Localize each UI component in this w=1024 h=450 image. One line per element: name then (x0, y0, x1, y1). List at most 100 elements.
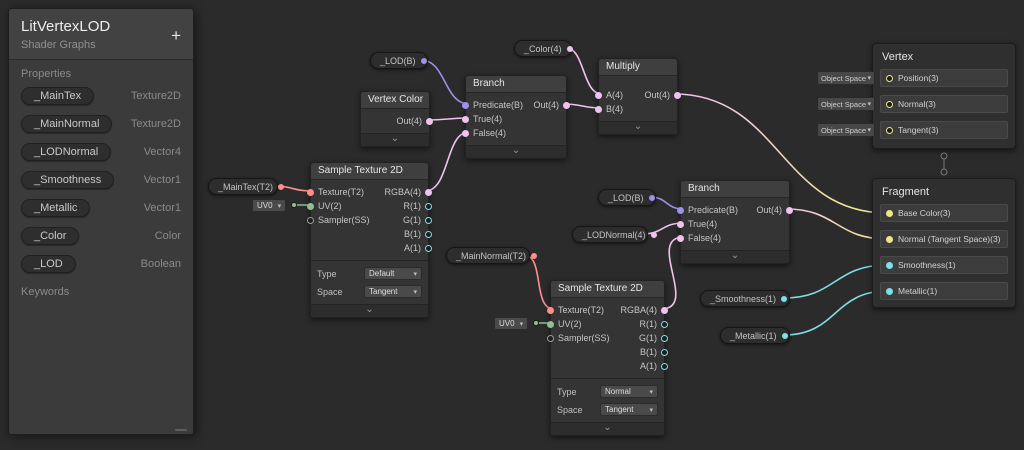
property-pill[interactable]: _LODNormal (21, 143, 112, 161)
rgba-port[interactable] (661, 306, 668, 314)
normal-tangent-port[interactable] (886, 235, 893, 243)
out-port[interactable] (674, 91, 681, 99)
property-row-smoothness[interactable]: _Smoothness Vector1 (9, 166, 193, 194)
resize-handle[interactable] (175, 429, 187, 431)
property-pill[interactable]: _Color (21, 227, 80, 245)
property-row-color[interactable]: _Color Color (9, 222, 193, 250)
block-row-smoothness[interactable]: Smoothness(1) (880, 256, 1008, 274)
collapse-chevron-icon[interactable]: ⌄ (681, 250, 789, 263)
a-port[interactable] (661, 362, 668, 370)
node-branch-2[interactable]: Branch Predicate(B) True(4) False(4) Out… (677, 180, 793, 264)
fragment-block[interactable]: Fragment Base Color(3) Normal (Tangent S… (872, 178, 1016, 308)
property-pill[interactable]: _Smoothness (21, 171, 115, 189)
normal-space-dropdown[interactable]: Object Space▾ (817, 97, 875, 111)
edge-rgba-to-branch2-false[interactable] (660, 236, 685, 310)
type-dropdown[interactable]: Default▾ (364, 267, 422, 280)
out-port[interactable] (531, 252, 538, 259)
collapse-chevron-icon[interactable]: ⌄ (466, 145, 566, 158)
node-vertex-color[interactable]: Vertex Color Out(4) ⌄ (360, 91, 433, 147)
g-port[interactable] (661, 334, 668, 342)
property-pill[interactable]: _Metallic (21, 199, 91, 217)
node-title[interactable]: Vertex Color (361, 92, 429, 109)
out-port[interactable] (426, 117, 433, 125)
property-row-metallic[interactable]: _Metallic Vector1 (9, 194, 193, 222)
collapse-chevron-icon[interactable]: ⌄ (551, 422, 664, 435)
property-row-maintex[interactable]: _MainTex Texture2D (9, 82, 193, 110)
node-title[interactable]: Branch (681, 181, 789, 198)
space-dropdown[interactable]: Tangent▾ (600, 403, 658, 416)
sampler-port[interactable] (307, 216, 314, 224)
predicate-port[interactable] (462, 101, 469, 109)
type-dropdown[interactable]: Normal▾ (600, 385, 658, 398)
edge-smoothness-to-fragment[interactable] (783, 264, 888, 299)
collapse-chevron-icon[interactable]: ⌄ (361, 133, 429, 146)
property-row-mainnormal[interactable]: _MainNormal Texture2D (9, 110, 193, 138)
uv-default-port[interactable] (533, 320, 539, 326)
block-row-metallic[interactable]: Metallic(1) (880, 282, 1008, 300)
tangent-space-dropdown[interactable]: Object Space▾ (817, 123, 875, 137)
r-port[interactable] (425, 202, 432, 210)
texture-port[interactable] (547, 306, 554, 314)
property-node-color[interactable]: _Color(4) (514, 40, 573, 57)
edge-rgba-to-branch1-false[interactable] (424, 131, 470, 192)
base-color-port[interactable] (886, 209, 893, 217)
out-port[interactable] (786, 206, 793, 214)
out-port[interactable] (563, 101, 570, 109)
normal-port[interactable] (886, 100, 893, 108)
property-pill[interactable]: _MainNormal (21, 115, 113, 133)
property-node-mainnormal[interactable]: _MainNormal(T2) (446, 247, 538, 264)
node-sample-texture-2d-normal[interactable]: Sample Texture 2D Texture(T2) UV(2) Samp… (547, 280, 668, 436)
true-port[interactable] (677, 220, 684, 228)
out-port[interactable] (648, 194, 655, 201)
property-node-metallic[interactable]: _Metallic(1) (720, 327, 790, 344)
node-title[interactable]: Multiply (599, 59, 677, 76)
uv-default-port[interactable] (291, 202, 297, 208)
position-space-dropdown[interactable]: Object Space▾ (817, 71, 875, 85)
block-row-normal[interactable]: Object Space▾ Normal(3) (817, 95, 1008, 113)
property-row-lod[interactable]: _LOD Boolean (9, 250, 193, 278)
node-sample-texture-2d-albedo[interactable]: Sample Texture 2D Texture(T2) UV(2) Samp… (307, 162, 432, 318)
property-node-maintex[interactable]: _MainTex(T2) (208, 178, 285, 195)
sampler-port[interactable] (547, 334, 554, 342)
out-port[interactable] (781, 332, 788, 339)
property-row-lodnormal[interactable]: _LODNormal Vector4 (9, 138, 193, 166)
uv-port[interactable] (547, 320, 554, 328)
property-pill[interactable]: _MainTex (21, 87, 95, 105)
true-port[interactable] (462, 115, 469, 123)
property-node-lod-1[interactable]: _LOD(B) (370, 52, 428, 69)
out-port[interactable] (278, 183, 285, 190)
smoothness-port[interactable] (886, 261, 893, 269)
add-property-button[interactable]: + (171, 26, 181, 45)
property-node-smoothness[interactable]: _Smoothness(1) (700, 290, 790, 307)
r-port[interactable] (661, 320, 668, 328)
texture-port[interactable] (307, 188, 314, 196)
out-port[interactable] (420, 57, 427, 64)
uv-channel-dropdown[interactable]: UV0▾ (252, 199, 287, 212)
block-row-tangent[interactable]: Object Space▾ Tangent(3) (817, 121, 1008, 139)
space-dropdown[interactable]: Tangent▾ (364, 285, 422, 298)
b-port[interactable] (425, 230, 432, 238)
collapse-chevron-icon[interactable]: ⌄ (311, 304, 428, 317)
a-port[interactable] (425, 244, 432, 252)
uv-channel-dropdown[interactable]: UV0▾ (494, 317, 529, 330)
a-port[interactable] (595, 91, 602, 99)
edge-color-to-multiply-a[interactable] (565, 47, 603, 95)
node-title[interactable]: Branch (466, 76, 566, 93)
out-port[interactable] (650, 231, 657, 238)
node-title[interactable]: Sample Texture 2D (311, 163, 428, 180)
property-node-lod-2[interactable]: _LOD(B) (598, 189, 656, 206)
property-node-lodnormal[interactable]: _LODNormal(4) (572, 226, 657, 243)
edge-multiply-to-basecolor[interactable] (673, 93, 888, 214)
false-port[interactable] (462, 129, 469, 137)
rgba-port[interactable] (425, 188, 432, 196)
tangent-port[interactable] (886, 126, 893, 134)
block-row-base-color[interactable]: Base Color(3) (880, 204, 1008, 222)
uv-port[interactable] (307, 202, 314, 210)
property-pill[interactable]: _LOD (21, 255, 76, 273)
position-port[interactable] (886, 74, 893, 82)
out-port[interactable] (781, 295, 788, 302)
edge-branch2-to-normal[interactable] (785, 208, 888, 240)
vertex-block[interactable]: Vertex Object Space▾ Position(3) Object … (817, 43, 1016, 149)
metallic-port[interactable] (886, 287, 893, 295)
